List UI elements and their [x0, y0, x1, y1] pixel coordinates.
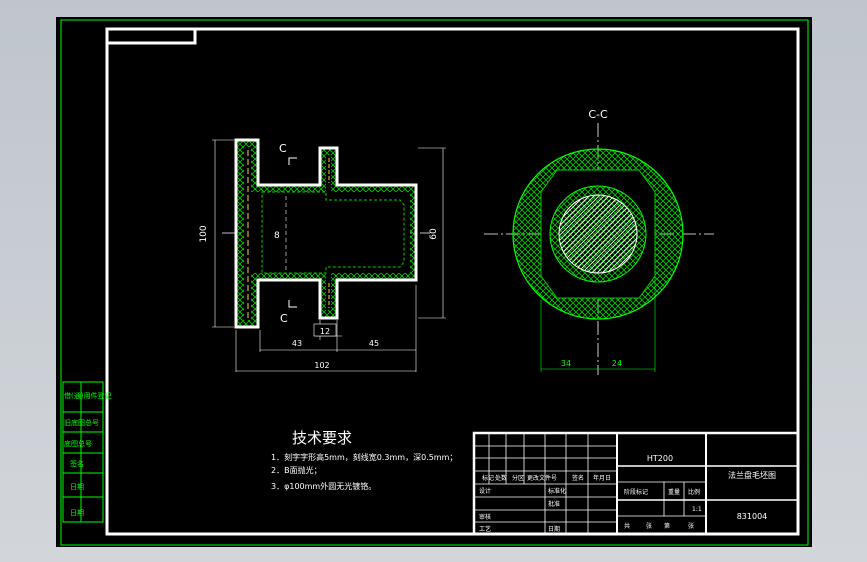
outer-frame: [60, 19, 809, 546]
tb-header-1: 处数: [495, 474, 507, 482]
side-label-5: 日期: [70, 509, 84, 517]
sheet-background: [56, 17, 812, 547]
side-label-column: 借(通)用件登记 旧底图总号 底图总号 签名 日期 日期: [62, 381, 111, 523]
tech-item-1: 1．刻字字形高5mm，刻线宽0.3mm，深0.5mm；: [271, 452, 457, 462]
dim-shaft-dia: 60: [429, 228, 439, 240]
tech-title: 技术要求: [292, 429, 352, 447]
cut-mark-lower: C: [280, 312, 288, 325]
side-label-4: 日期: [70, 483, 84, 491]
dim-right-len: 45: [369, 339, 379, 348]
tb-header-0: 标记: [482, 474, 494, 482]
tb-drawing-no: 831004: [737, 512, 768, 521]
side-label-2: 底图总号: [64, 439, 92, 448]
tb-sheet-unit-2: 张: [688, 522, 694, 530]
section-core: [558, 194, 638, 274]
tb-approve: 批准: [548, 500, 560, 508]
tb-scale: 1:1: [692, 506, 702, 513]
tech-item-2: 2．B面抛光；: [271, 465, 322, 475]
dim-groove: 12: [320, 327, 330, 336]
main-bore: [261, 191, 405, 274]
side-label-0: 借(通)用件登记: [64, 391, 111, 400]
tb-material: HT200: [647, 454, 673, 463]
dim-overall-height: 100: [199, 225, 209, 242]
tb-scale-label: 比例: [688, 488, 700, 496]
dim-total-len: 102: [314, 361, 329, 370]
technical-requirements: 技术要求 1．刻字字形高5mm，刻线宽0.3mm，深0.5mm； 2．B面抛光；…: [271, 429, 457, 491]
tb-header-4: 签名: [572, 474, 584, 482]
tb-sheet-unit-1: 张: [646, 522, 652, 530]
dim-bore: 8: [274, 231, 280, 241]
main-dimensions: 100 60 12 43 45 102: [199, 139, 446, 372]
section-label: C-C: [588, 108, 608, 121]
tb-stage: 阶段标记: [624, 488, 648, 496]
main-outline: [234, 138, 418, 329]
title-block: 标记 处数 分区 更改文件号 签名 年月日 设计 审核 工艺 标准化 批准 日期…: [472, 431, 800, 536]
dim-sec-left: 34: [561, 359, 571, 368]
tb-header-5: 年月日: [593, 474, 611, 482]
tb-part-name: 法兰盘毛坯图: [728, 470, 776, 480]
side-label-3: 签名: [70, 459, 84, 468]
side-label-1: 旧底图总号: [64, 418, 99, 427]
inner-frame: [105, 27, 800, 536]
section-view: C-C 34 24: [484, 108, 714, 375]
tb-row-design: 设计: [479, 487, 491, 495]
main-view: C C 8: [222, 138, 430, 329]
tb-sheet-total: 共: [624, 522, 630, 530]
tb-row-process: 工艺: [479, 525, 491, 533]
tb-date: 日期: [548, 525, 560, 533]
tb-header-3: 更改文件号: [527, 474, 557, 482]
tb-weight: 重量: [668, 488, 680, 496]
tb-standardization: 标准化: [548, 487, 566, 495]
code-box: [105, 27, 197, 45]
dim-left-len: 43: [292, 339, 302, 348]
dim-sec-right: 24: [612, 359, 622, 368]
tb-row-review: 审核: [479, 513, 491, 521]
tech-item-3: 3．φ100mm外圆无光镀铬。: [271, 481, 376, 491]
tb-sheet-index: 第: [664, 522, 670, 530]
tb-header-2: 分区: [512, 474, 524, 482]
cut-mark-upper: C: [279, 142, 287, 155]
